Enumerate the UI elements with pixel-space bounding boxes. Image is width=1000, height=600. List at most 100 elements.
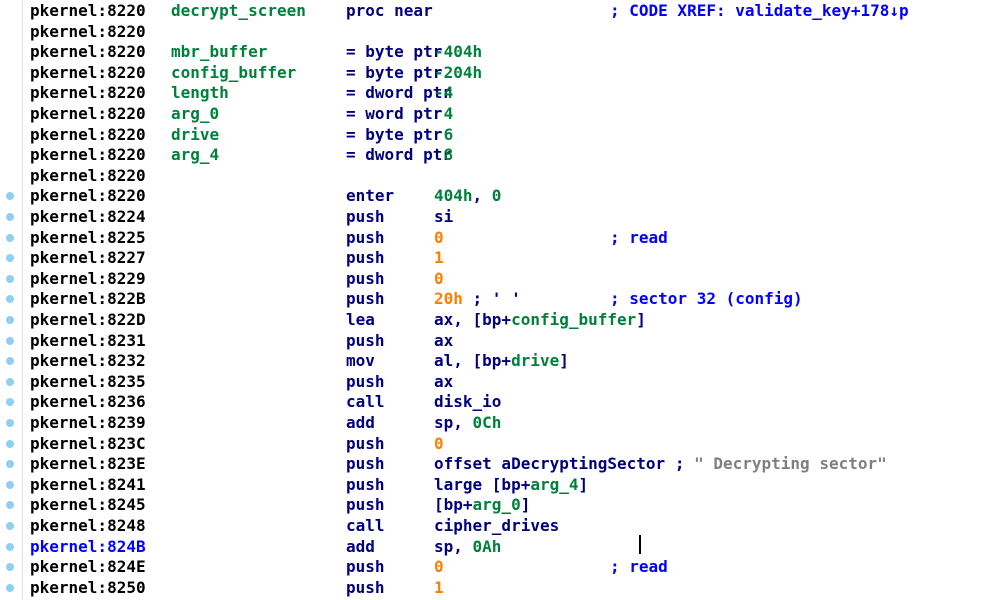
operand-token: ax <box>434 330 454 350</box>
operand-token: 8 <box>434 145 454 165</box>
operand-token: ] <box>520 495 531 515</box>
line-address: pkernel:8239 <box>30 413 146 432</box>
line-address: pkernel:8235 <box>30 371 146 391</box>
operand-token: ] <box>578 474 589 494</box>
breakpoint-dot-icon[interactable] <box>6 336 14 345</box>
line-address: pkernel:8220 <box>30 104 146 123</box>
line-label[interactable]: length <box>171 83 229 103</box>
line-comment: ; read <box>610 557 668 577</box>
breakpoint-dot-icon[interactable] <box>6 192 14 201</box>
line-address: pkernel:8227 <box>30 248 146 268</box>
breakpoint-dot-icon[interactable] <box>6 316 14 324</box>
breakpoint-dot-icon[interactable] <box>6 501 14 510</box>
breakpoint-dot-icon[interactable] <box>6 357 14 366</box>
line-label[interactable]: drive <box>171 124 220 144</box>
line-comment: ; sector 32 (config) <box>610 289 803 309</box>
line-label[interactable]: mbr_buffer <box>171 42 268 62</box>
line-mnemonic: push <box>346 371 385 391</box>
operand-token: cipher_drives <box>434 516 560 535</box>
line-mnemonic: push <box>346 330 385 350</box>
operand-token: -204h <box>434 62 483 82</box>
operand-token[interactable]: drive <box>511 351 560 371</box>
breakpoint-dot-icon[interactable] <box>6 213 14 221</box>
breakpoint-dot-icon[interactable] <box>6 377 14 386</box>
line-operands: 1 <box>434 578 444 599</box>
breakpoint-dot-icon[interactable] <box>6 542 14 551</box>
breakpoint-dot-icon[interactable] <box>6 563 14 572</box>
line-address: pkernel:824E <box>30 557 146 577</box>
disasm-line[interactable]: pkernel:8220 <box>0 166 1000 187</box>
operand-token: large [bp+ <box>434 474 531 494</box>
breakpoint-dot-icon[interactable] <box>6 419 14 427</box>
line-label[interactable]: decrypt_screen <box>171 1 306 20</box>
line-mnemonic: push <box>346 474 385 494</box>
disasm-line[interactable]: pkernel:8235 push ax <box>0 372 1000 393</box>
breakpoint-dot-icon[interactable] <box>6 295 14 304</box>
operand-token: " Decrypting sector" <box>694 454 887 474</box>
line-label[interactable]: arg_0 <box>171 104 220 123</box>
line-address: pkernel:8220 <box>30 1 146 20</box>
operand-token: ] <box>559 351 569 371</box>
line-address: pkernel:824B <box>30 536 146 556</box>
operand-token[interactable]: arg_4 <box>530 474 579 494</box>
line-label[interactable]: config_buffer <box>171 62 297 82</box>
breakpoint-dot-icon[interactable] <box>6 233 14 242</box>
operand-token: , <box>472 186 492 206</box>
breakpoint-dot-icon[interactable] <box>6 254 14 263</box>
operand-token: 0 <box>434 433 444 453</box>
line-comment: ; CODE XREF: validate_key+178↓p <box>610 1 909 20</box>
line-operands: ax, [bp+config_buffer] <box>434 310 646 331</box>
line-address: pkernel:8220 <box>30 21 146 41</box>
line-label[interactable]: arg_4 <box>171 145 220 165</box>
breakpoint-dot-icon[interactable] <box>6 439 14 448</box>
line-mnemonic: lea <box>346 310 375 329</box>
operand-token: -404h <box>434 42 483 62</box>
disasm-line[interactable]: pkernel:8220 <box>0 22 1000 43</box>
operand-token[interactable]: config_buffer <box>511 310 637 329</box>
line-operands: 1 <box>434 248 444 269</box>
line-mnemonic: push <box>346 557 385 577</box>
line-address: pkernel:823E <box>30 454 146 474</box>
breakpoint-dot-icon[interactable] <box>6 522 14 530</box>
line-mnemonic: = dword ptr <box>346 145 452 165</box>
breakpoint-dot-icon[interactable] <box>6 480 14 489</box>
breakpoint-dot-icon[interactable] <box>6 460 14 469</box>
line-address: pkernel:8220 <box>30 165 146 185</box>
line-mnemonic: call <box>346 392 385 412</box>
operand-token: ] <box>636 310 646 329</box>
operand-token[interactable]: arg_0 <box>472 495 521 515</box>
line-mnemonic: push <box>346 207 385 226</box>
breakpoint-dot-icon[interactable] <box>6 398 14 407</box>
breakpoint-dot-icon[interactable] <box>6 583 14 592</box>
breakpoint-dot-icon[interactable] <box>6 274 14 283</box>
line-address: pkernel:8220 <box>30 186 146 206</box>
operand-token: ax <box>434 371 454 391</box>
